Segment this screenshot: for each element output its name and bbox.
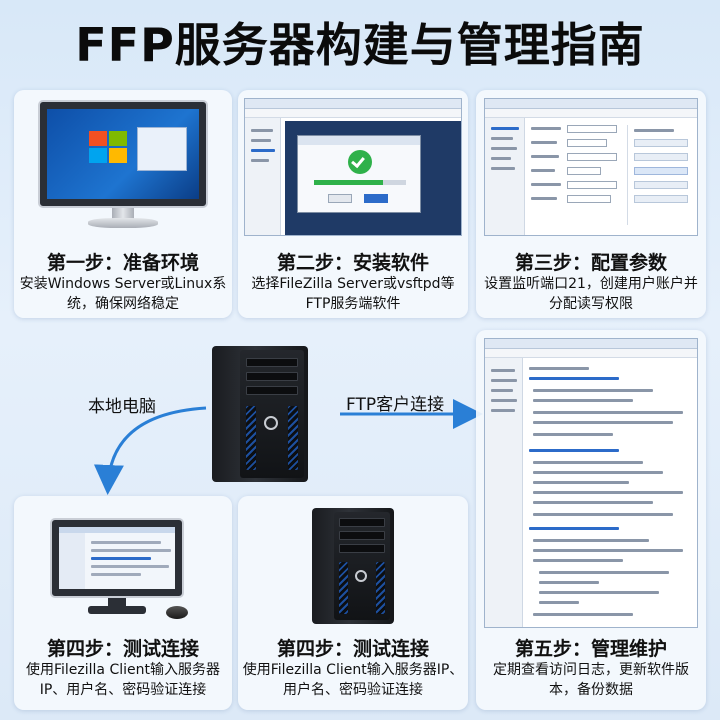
step-card-3: 第三步：配置参数 设置监听端口21，创建用户账户并分配读写权限	[476, 90, 706, 318]
step-desc: 使用Filezilla Client输入服务器IP、用户名、密码验证连接	[242, 662, 464, 698]
management-screenshot	[484, 338, 698, 628]
local-computer-label: 本地电脑	[88, 397, 156, 417]
config-screenshot	[484, 98, 698, 236]
step-title: 第四步：测试连接	[46, 638, 199, 660]
step-title: 第四步：测试连接	[276, 638, 429, 660]
mouse-icon	[166, 606, 188, 619]
step-title: 第二步：安装软件	[276, 252, 429, 274]
step-desc: 选择FileZilla Server或vsftpd等FTP服务端软件	[251, 276, 455, 312]
check-icon	[348, 150, 372, 174]
step-card-5: 第五步：管理维护 定期查看访问日志，更新软件版本，备份数据	[476, 330, 706, 710]
install-dialog	[297, 135, 421, 213]
step-card-2: 第二步：安装软件 选择FileZilla Server或vsftpd等FTP服务…	[238, 90, 468, 318]
tower-server-icon	[312, 508, 394, 624]
step-desc: 设置监听端口21，创建用户账户并分配读写权限	[484, 276, 698, 312]
step-title: 第三步：配置参数	[514, 252, 667, 274]
installer-screenshot	[244, 98, 462, 236]
step-card-4b: 第四步：测试连接 使用Filezilla Client输入服务器IP、用户名、密…	[238, 496, 468, 710]
step-desc: 使用Filezilla Client输入服务器IP、用户名、密码验证连接	[25, 662, 220, 698]
step-desc: 安装Windows Server或Linux系统，确保网络稳定	[19, 276, 227, 312]
ftp-connection-label: FTP客户连接	[346, 395, 445, 415]
tower-server-icon	[212, 346, 308, 482]
monitor-icon	[38, 100, 208, 230]
page-title: FFP服务器构建与管理指南	[75, 18, 645, 72]
step-title: 第五步：管理维护	[514, 638, 667, 660]
step-card-4a: 第四步：测试连接 使用Filezilla Client输入服务器IP、用户名、密…	[14, 496, 232, 710]
arrow-server-to-local	[93, 406, 207, 495]
step-card-1: 第一步：准备环境 安装Windows Server或Linux系统，确保网络稳定	[14, 90, 232, 318]
step-desc: 定期查看访问日志，更新软件版本，备份数据	[493, 662, 689, 698]
step-title: 第一步：准备环境	[46, 252, 199, 274]
monitor-icon	[50, 518, 190, 618]
